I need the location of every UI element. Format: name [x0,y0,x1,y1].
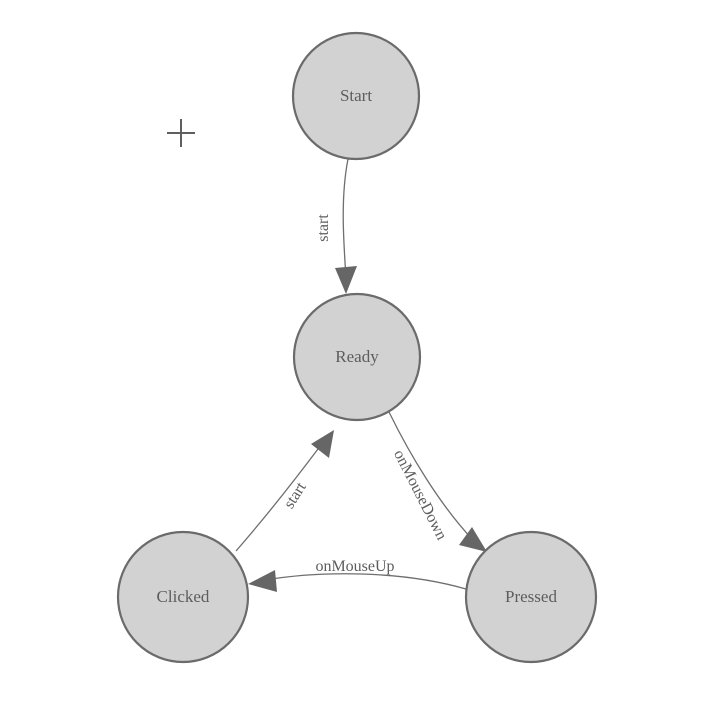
node-ready-label: Ready [335,347,379,366]
edge-label-clicked-to-ready: start [281,479,310,512]
edge-ready-to-pressed[interactable]: onMouseDown [388,411,487,552]
edge-path-clicked-to-ready [235,444,322,552]
node-clicked[interactable]: Clicked [116,530,250,664]
node-ready-circle[interactable] [292,292,422,422]
edge-label-start-to-ready: start [315,214,332,242]
node-pressed-label: Pressed [505,587,557,606]
edge-pressed-to-clicked[interactable]: onMouseUp [248,558,467,592]
arrowhead-start-to-ready [335,266,357,294]
node-pressed-circle[interactable] [464,530,598,664]
edge-label-ready-to-pressed: onMouseDown [390,447,450,543]
edge-clicked-to-ready[interactable]: start [235,430,334,552]
node-pressed[interactable]: Pressed [464,530,598,664]
edge-path-pressed-to-clicked [264,573,467,590]
node-start[interactable]: Start [291,31,421,161]
node-start-circle[interactable] [291,31,421,161]
arrowhead-ready-to-pressed [459,527,487,552]
edge-label-pressed-to-clicked: onMouseUp [315,558,394,575]
crosshair-icon [167,119,195,147]
edge-path-start-to-ready [342,158,349,279]
node-ready[interactable]: Ready [292,292,422,422]
node-clicked-label: Clicked [157,587,210,606]
node-clicked-circle[interactable] [116,530,250,664]
node-start-label: Start [340,86,372,105]
arrowhead-pressed-to-clicked [248,570,277,592]
edge-path-ready-to-pressed [388,411,474,541]
edge-start-to-ready[interactable]: start [315,158,357,294]
arrowhead-clicked-to-ready [311,430,334,458]
